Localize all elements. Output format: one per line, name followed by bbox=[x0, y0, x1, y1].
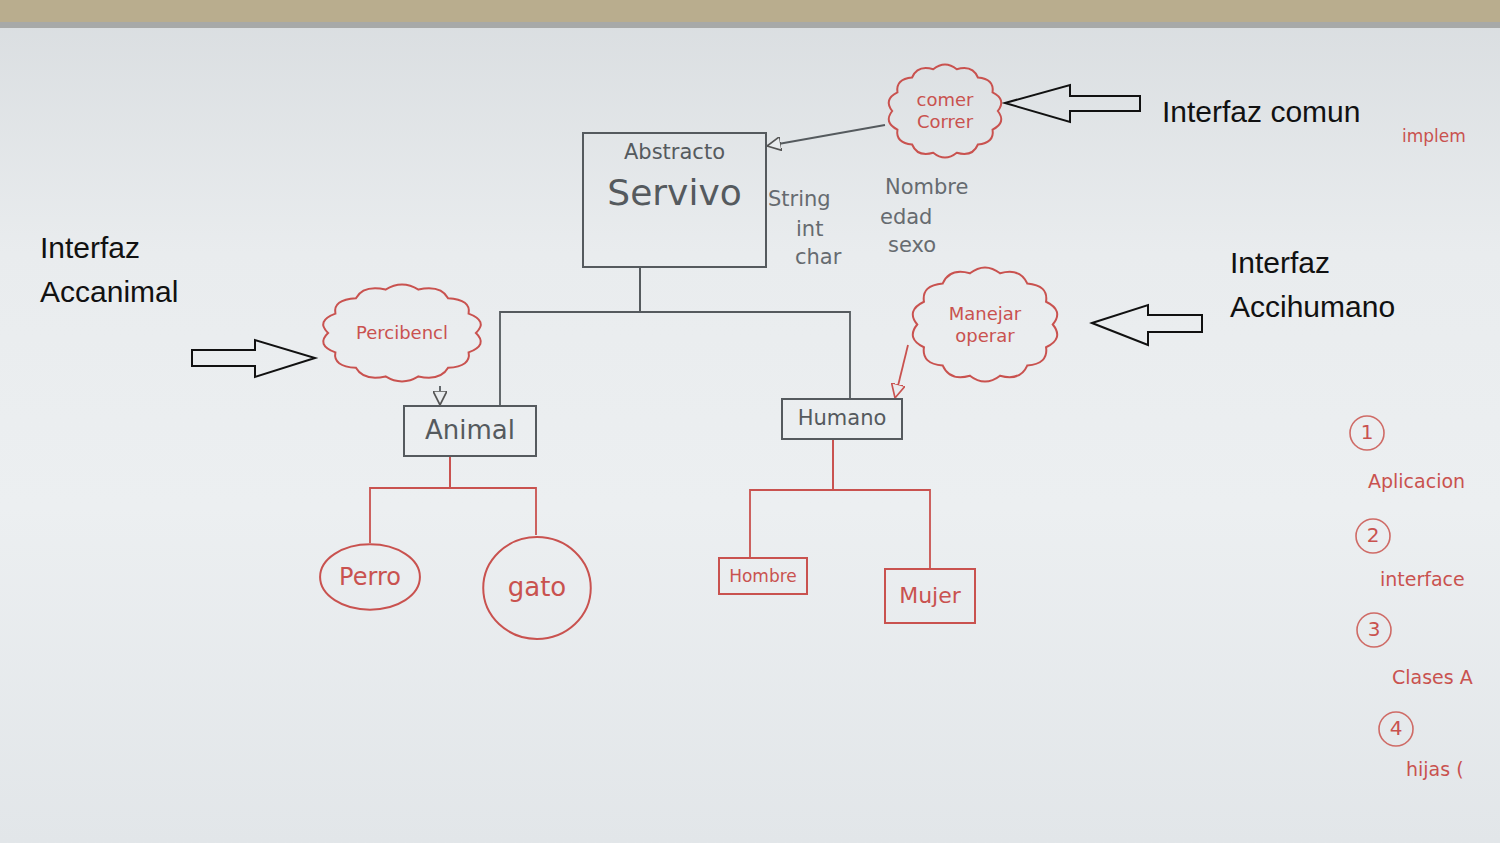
board-rail bbox=[0, 22, 1500, 28]
connector-line bbox=[767, 125, 885, 146]
node-text: Servivo bbox=[607, 171, 741, 214]
number-circle bbox=[1356, 519, 1390, 553]
attribute-name: edad bbox=[880, 202, 932, 232]
node-text: Manejar operar bbox=[939, 303, 1031, 346]
node-text: Animal bbox=[425, 415, 515, 446]
cloud-outline-path bbox=[913, 267, 1057, 381]
interface-cloud: Manejar operar bbox=[908, 262, 1062, 387]
attribute-name: Nombre bbox=[885, 172, 968, 202]
attribute-type: int bbox=[796, 214, 823, 244]
number-circle bbox=[1350, 416, 1384, 450]
interface-cloud: comer Correr bbox=[885, 60, 1005, 162]
node-text: Percibencl bbox=[356, 322, 448, 344]
node-text: gato bbox=[508, 572, 567, 603]
cloud-outline-path bbox=[323, 285, 481, 382]
block-arrow bbox=[1005, 85, 1140, 122]
node-text: Perro bbox=[339, 563, 401, 592]
block-arrow bbox=[192, 340, 315, 377]
board-frame bbox=[0, 0, 1500, 22]
number-circle bbox=[1379, 712, 1413, 746]
attribute-name: sexo bbox=[888, 230, 936, 260]
connector-line bbox=[750, 440, 833, 557]
node-content: AbstractoServivo bbox=[607, 140, 741, 214]
block-arrow bbox=[1092, 305, 1202, 345]
connector-line bbox=[833, 440, 930, 568]
node-content: Hombre bbox=[729, 566, 797, 586]
node-content: gato bbox=[508, 572, 567, 603]
connector-line bbox=[640, 268, 850, 398]
class-box: Animal bbox=[403, 405, 537, 457]
callout-number: 3 bbox=[1357, 615, 1391, 644]
connector-line bbox=[895, 345, 908, 398]
margin-note: interface bbox=[1380, 566, 1465, 594]
subclass-circle: Perro bbox=[318, 543, 422, 611]
node-text: comer Correr bbox=[909, 89, 981, 132]
connector-line bbox=[439, 386, 441, 405]
interface-cloud: Percibencl bbox=[318, 280, 486, 386]
connector-line bbox=[370, 457, 450, 543]
node-content: Mujer bbox=[899, 583, 961, 609]
annotation-label: Interfaz Accanimal bbox=[40, 226, 225, 313]
margin-note: implem bbox=[1402, 124, 1466, 149]
number-circle bbox=[1357, 613, 1391, 647]
cloud-outline-path bbox=[889, 64, 1002, 157]
node-heading: Abstracto bbox=[624, 140, 725, 165]
subclass-circle: gato bbox=[481, 535, 593, 641]
node-content: Humano bbox=[798, 406, 887, 431]
callout-number: 2 bbox=[1356, 521, 1390, 550]
node-content: Percibencl bbox=[356, 322, 448, 344]
connector-line bbox=[500, 268, 640, 405]
node-text: Mujer bbox=[899, 583, 961, 609]
abstract-class-box: AbstractoServivo bbox=[582, 132, 767, 268]
attribute-type: char bbox=[795, 242, 841, 272]
connector-line bbox=[450, 457, 536, 535]
node-content: Perro bbox=[339, 563, 401, 592]
node-text: Hombre bbox=[729, 566, 797, 586]
callout-number: 4 bbox=[1379, 714, 1413, 743]
node-text: Humano bbox=[798, 406, 887, 431]
node-content: comer Correr bbox=[909, 89, 981, 132]
annotation-label: Interfaz comun bbox=[1162, 90, 1360, 134]
subclass-box: Hombre bbox=[718, 557, 808, 595]
circle-outline-path bbox=[320, 544, 420, 609]
node-content: Manejar operar bbox=[939, 303, 1031, 346]
attribute-type: String bbox=[768, 184, 831, 214]
subclass-box: Mujer bbox=[884, 568, 976, 624]
class-box: Humano bbox=[781, 398, 903, 440]
margin-note: Aplicacion bbox=[1368, 468, 1465, 496]
circle-outline-path bbox=[483, 537, 591, 639]
margin-note: Clases A bbox=[1392, 664, 1473, 692]
annotation-label: Interfaz Accihumano bbox=[1230, 241, 1435, 328]
margin-note: hijas ( bbox=[1406, 756, 1464, 784]
node-content: Animal bbox=[425, 415, 515, 446]
callout-number: 1 bbox=[1350, 418, 1384, 447]
